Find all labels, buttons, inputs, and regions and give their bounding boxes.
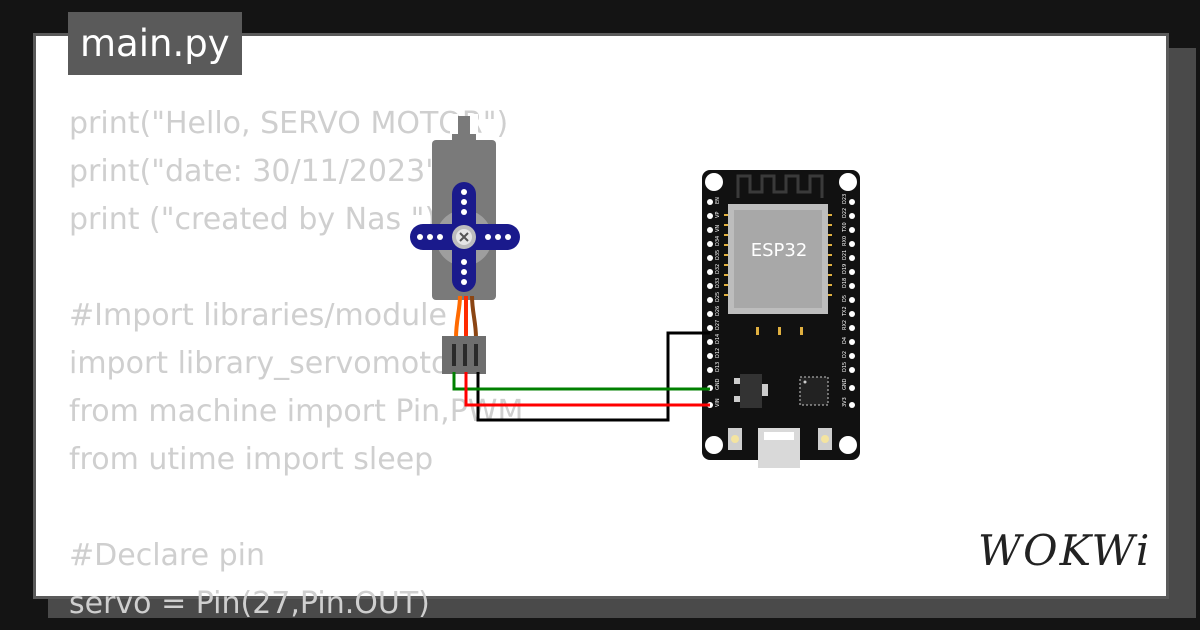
svg-text:D15: D15 <box>842 362 848 372</box>
svg-text:RX2: RX2 <box>842 320 848 330</box>
file-tab-main-py[interactable]: main.py <box>68 12 242 75</box>
code-line: #Import libraries/module <box>69 298 447 333</box>
en-button[interactable] <box>728 428 742 450</box>
svg-text:TX0: TX0 <box>842 222 848 233</box>
svg-text:D35: D35 <box>715 250 721 260</box>
svg-text:VN: VN <box>715 225 721 232</box>
svg-text:EN: EN <box>715 197 721 204</box>
servo-horn[interactable] <box>410 182 520 292</box>
svg-text:D4: D4 <box>842 337 848 344</box>
code-listing: print("Hello, SERVO MOTOR") print("date:… <box>69 100 523 628</box>
svg-text:D34: D34 <box>715 236 721 246</box>
code-line: #Declare pin <box>69 538 265 573</box>
pin-labels-right: D23 D22 TX0 RX0 D21 D19 D18 D5 TX2 RX2 D… <box>842 194 848 407</box>
code-line: print ("created by Nas ") <box>69 202 437 237</box>
svg-text:GND: GND <box>842 378 848 390</box>
usb-port <box>758 428 800 468</box>
svg-text:D18: D18 <box>842 278 848 288</box>
servo-connector <box>442 336 486 374</box>
svg-text:D13: D13 <box>715 362 721 372</box>
wires[interactable] <box>452 331 710 422</box>
code-panel: print("Hello, SERVO MOTOR") print("date:… <box>33 33 1169 621</box>
usb-uart-chip <box>799 376 829 406</box>
code-line: servo = Pin(27,Pin.OUT) <box>69 586 430 621</box>
svg-text:D2: D2 <box>842 351 848 358</box>
code-line: from utime import sleep <box>69 442 434 477</box>
svg-text:GND: GND <box>715 378 721 390</box>
code-line: import library_servomotor <box>69 346 462 381</box>
code-line: print("Hello, SERVO MOTOR") <box>69 106 509 141</box>
boot-button[interactable] <box>818 428 832 450</box>
svg-text:VIN: VIN <box>715 398 721 407</box>
servo-motor[interactable] <box>410 114 520 374</box>
svg-text:D23: D23 <box>842 194 848 204</box>
svg-text:D5: D5 <box>842 295 848 302</box>
svg-text:D12: D12 <box>715 348 721 358</box>
wokwi-logo: WOKWi <box>978 526 1152 575</box>
svg-text:D14: D14 <box>715 334 721 344</box>
svg-text:D33: D33 <box>715 278 721 288</box>
svg-text:D19: D19 <box>842 264 848 274</box>
svg-text:D26: D26 <box>715 306 721 316</box>
voltage-regulator <box>734 374 768 408</box>
svg-text:RX0: RX0 <box>842 236 848 246</box>
esp32-board[interactable]: ESP32 EN VP VN D34 D35 <box>702 170 860 468</box>
code-line: print("date: 30/11/2023") <box>69 154 451 189</box>
svg-text:D25: D25 <box>715 292 721 302</box>
wire-signal <box>476 331 710 422</box>
svg-text:TX2: TX2 <box>842 306 848 317</box>
wire-ground <box>452 372 710 391</box>
code-line: from machine import Pin,PWM <box>69 394 524 429</box>
pin-labels-left: EN VP VN D34 D35 D32 D33 D25 D26 D27 D14… <box>715 197 721 407</box>
svg-text:3V3: 3V3 <box>842 397 848 407</box>
svg-text:D27: D27 <box>715 320 721 330</box>
svg-text:VP: VP <box>715 212 721 218</box>
svg-text:D22: D22 <box>842 208 848 218</box>
svg-text:D21: D21 <box>842 250 848 260</box>
svg-text:D32: D32 <box>715 264 721 274</box>
wire-power <box>464 372 710 407</box>
board-label: ESP32 <box>751 240 808 261</box>
